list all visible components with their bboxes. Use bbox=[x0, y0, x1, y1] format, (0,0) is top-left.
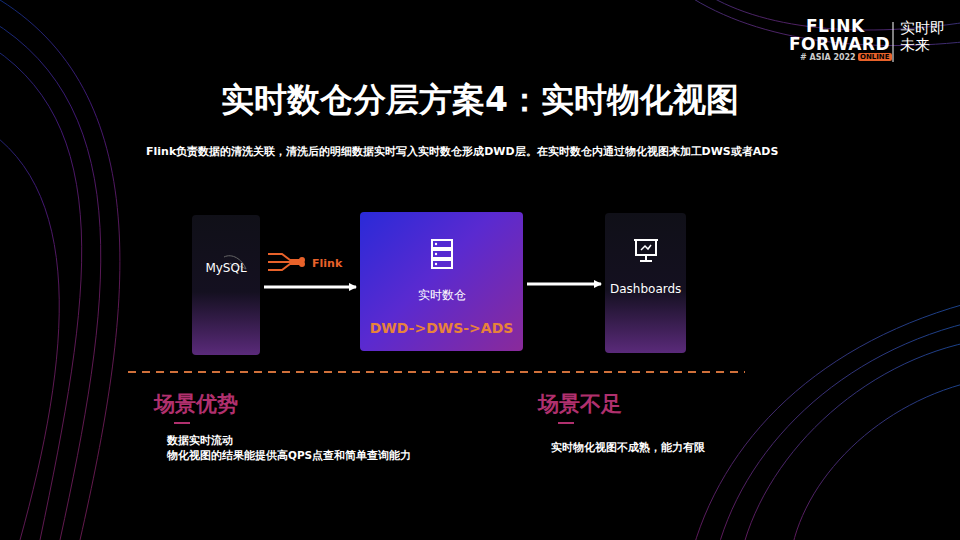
section-heading: 场景不足 bbox=[538, 390, 622, 418]
logo-subtext: # ASIA 2022 bbox=[800, 53, 856, 62]
section-heading: 场景优势 bbox=[154, 390, 238, 418]
logo-text: FLINK bbox=[806, 16, 865, 36]
source-box: MySQL bbox=[192, 215, 260, 355]
bullet-text: 数据实时流动 bbox=[167, 434, 233, 448]
flow-arrow bbox=[264, 286, 356, 289]
logo-badge: ONLINE bbox=[858, 53, 892, 61]
logo-text: FORWARD bbox=[789, 34, 890, 54]
bullet-text: 物化视图的结果能提供高QPS点查和简单查询能力 bbox=[167, 449, 411, 463]
divider bbox=[128, 371, 745, 373]
node-text: MySQL bbox=[192, 261, 260, 275]
flink-icon bbox=[268, 254, 304, 270]
dashboard-icon bbox=[634, 237, 658, 263]
flow-arrow bbox=[527, 283, 601, 286]
node-text: DWD->DWS->ADS bbox=[360, 320, 523, 336]
slide-title: 实时数仓分层方案4：实时物化视图 bbox=[0, 78, 960, 123]
bullet-text: 实时物化视图不成熟，能力有限 bbox=[551, 441, 705, 455]
edge-label: Flink bbox=[312, 257, 342, 270]
logo-slogan: 实时即未来 bbox=[900, 20, 947, 53]
description: Flink负责数据的清洗关联，清洗后的明细数据实时写入实时数仓形成DWD层。在实… bbox=[146, 145, 816, 159]
dashboard-box: Dashboards bbox=[605, 213, 686, 353]
node-text: 实时数仓 bbox=[360, 287, 523, 304]
node-text: Dashboards bbox=[605, 282, 686, 296]
server-icon bbox=[430, 238, 454, 270]
warehouse-box: 实时数仓 DWD->DWS->ADS bbox=[360, 212, 523, 351]
